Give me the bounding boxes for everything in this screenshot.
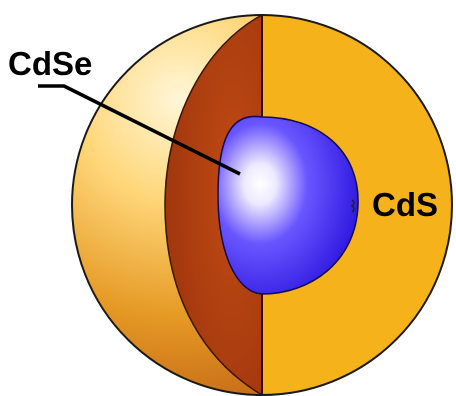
- cds-shell-cross-section: [165, 15, 262, 395]
- cdse-leader-line: [38, 84, 241, 176]
- cut-band-outline: [164, 14, 263, 396]
- cds-label: CdS: [372, 186, 438, 223]
- cdse-core: [217, 115, 359, 295]
- core-edge-detail: [350, 199, 355, 213]
- cdse-label: CdSe: [8, 45, 92, 82]
- sphere-outline: [71, 14, 453, 396]
